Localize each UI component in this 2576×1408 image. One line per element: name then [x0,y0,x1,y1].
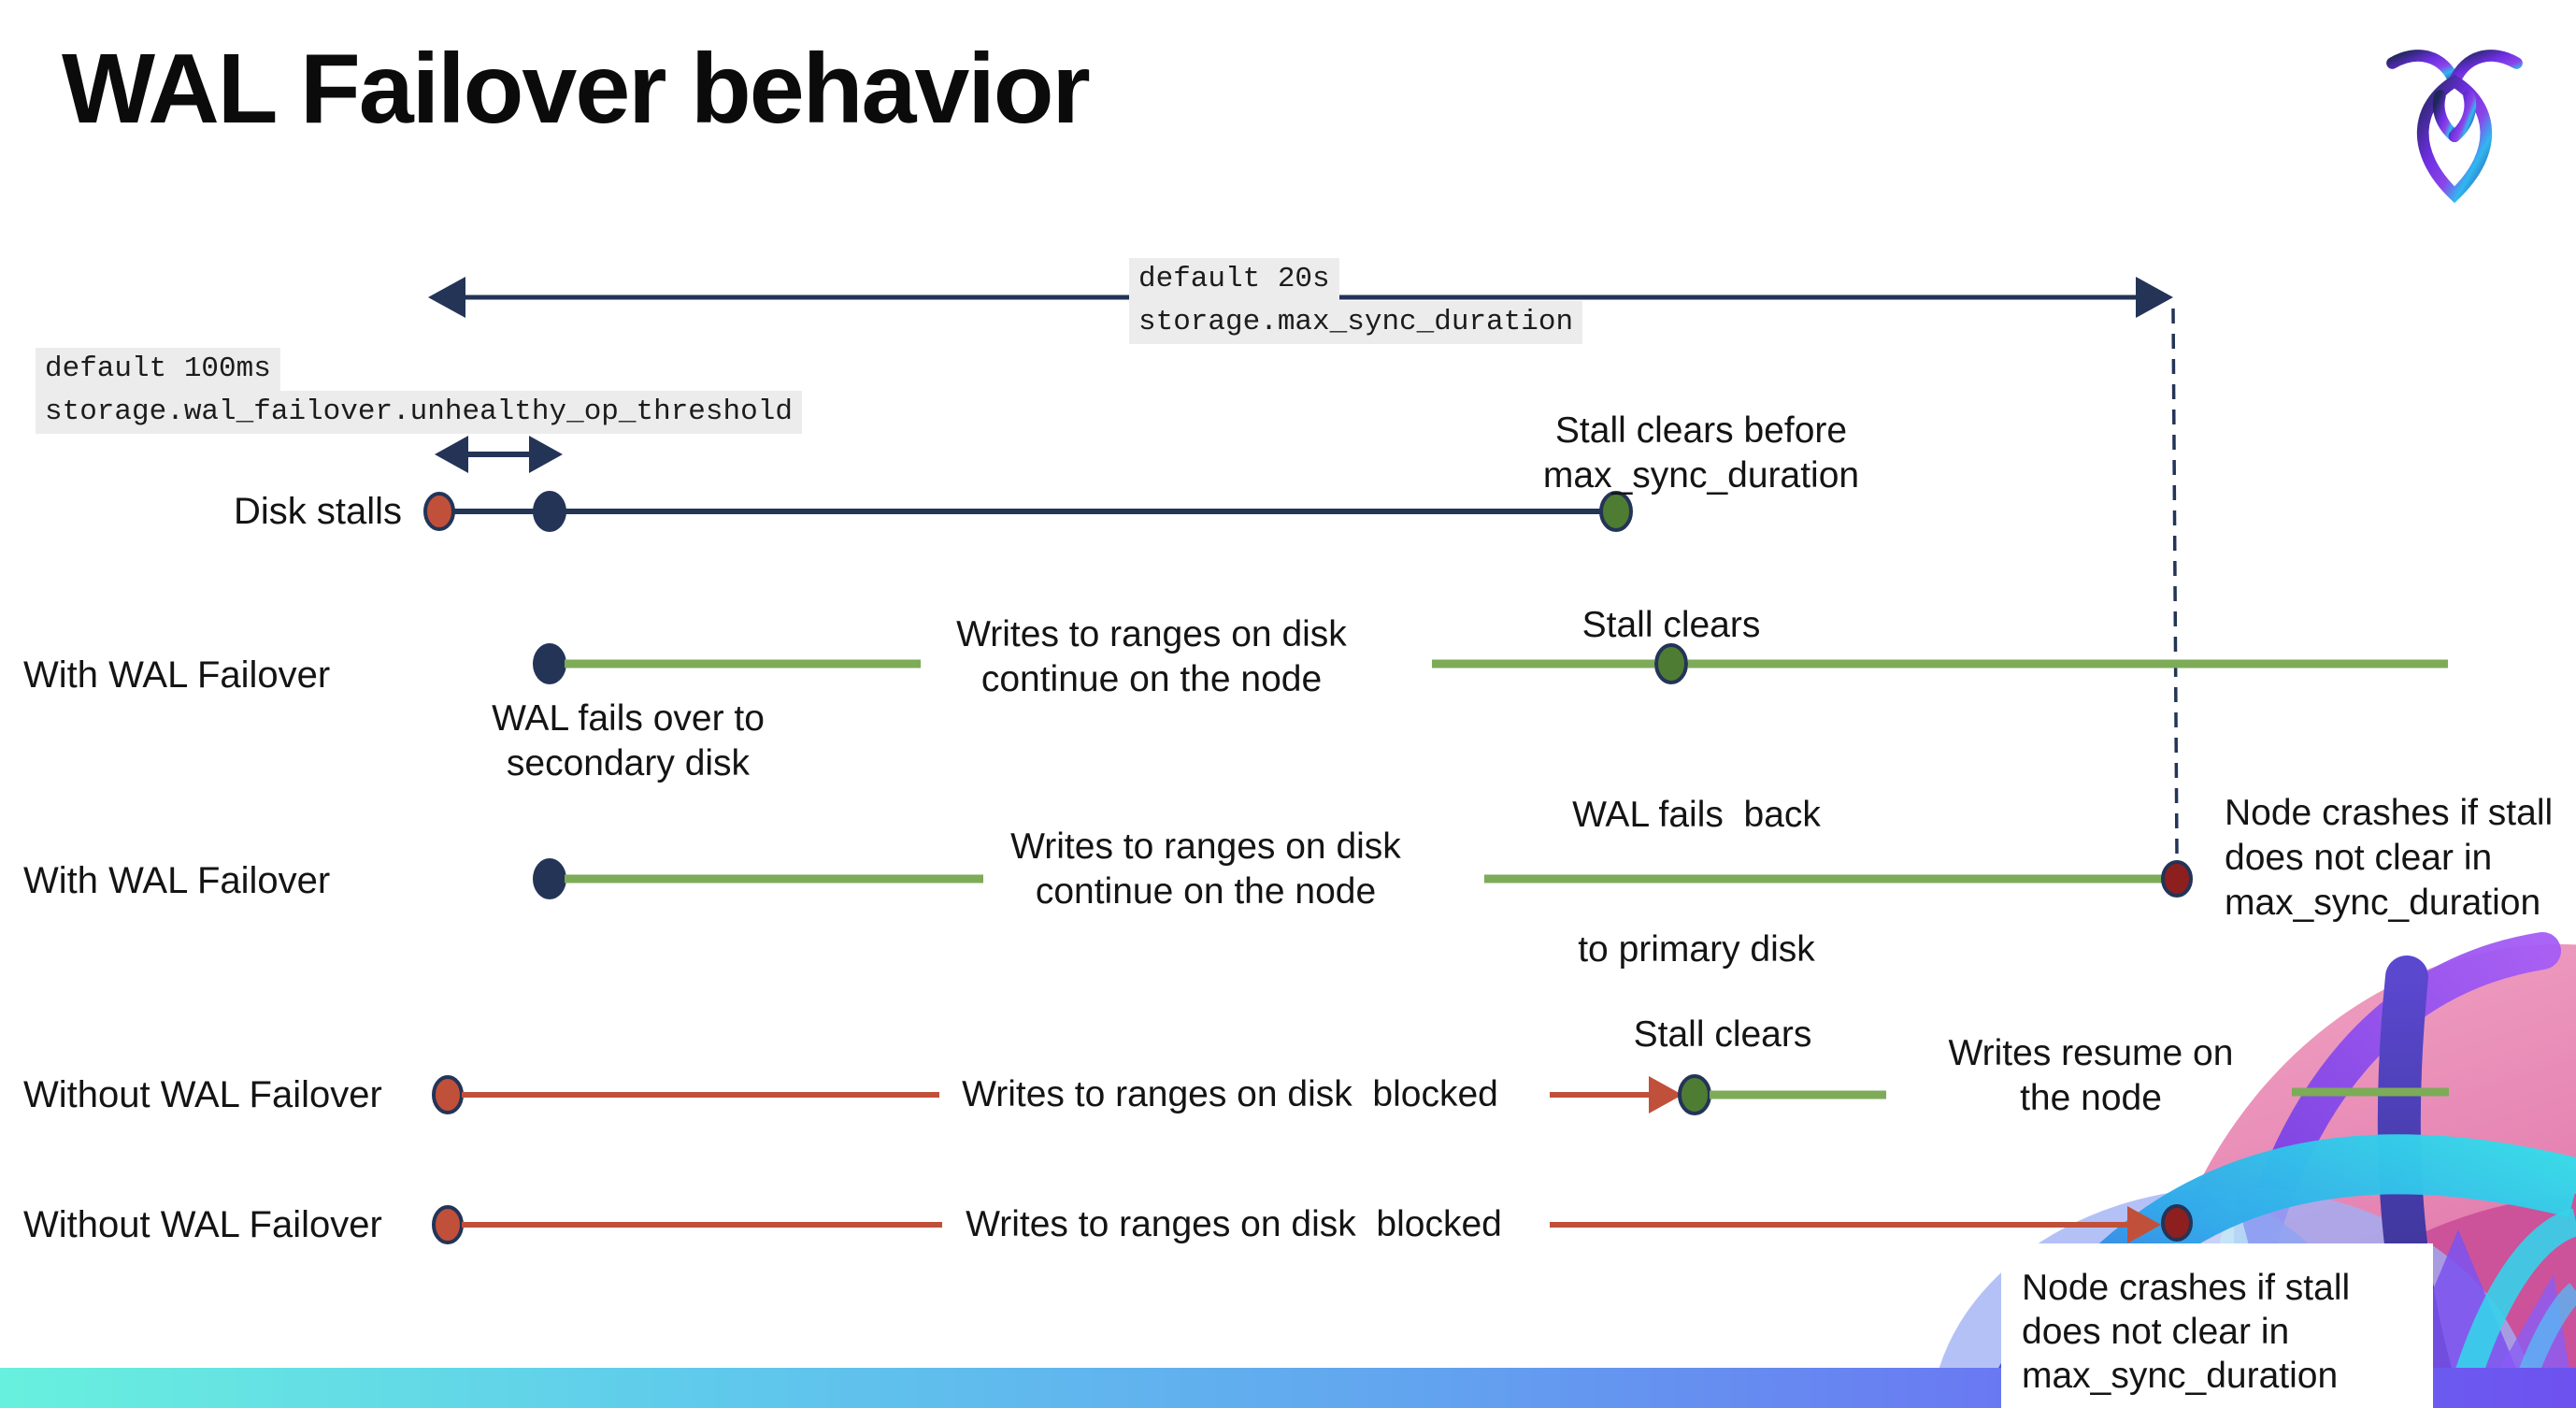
stall-clears-note: Stall clears [1633,1014,1812,1055]
arrowhead-right-icon [529,436,563,473]
unhealthy-op-setting-label: storage.wal_failover.unhealthy_op_thresh… [36,391,802,434]
row-label-with-wal-failover: With WAL Failover [23,654,331,696]
failback-note: WAL fails back [1572,795,1821,835]
arrowhead-right-icon [2136,277,2173,318]
failover-note: secondary disk [506,743,751,783]
max-sync-default-label: default 20s [1129,258,1339,301]
node-crash-note: does not clear in [2022,1312,2290,1352]
row-label-disk-stalls: Disk stalls [233,491,402,532]
arrowhead-left-icon [435,436,468,473]
node-crash-note: does not clear in [2225,838,2493,878]
stall-start-dot [432,1205,464,1244]
stall-clears-dot [1654,643,1688,684]
row-label-without-wal-failover: Without WAL Failover [23,1204,382,1245]
node-crash-dot [2161,1204,2193,1242]
page-title: WAL Failover behavior [62,34,1091,144]
row-label-without-wal-failover: Without WAL Failover [23,1074,382,1115]
failover-dot [533,643,566,684]
node-crash-callout: Node crashes if stall does not clear in … [2001,1243,2433,1408]
failover-note: WAL fails over to [492,698,765,739]
writes-resume-note: the node [2020,1078,2162,1118]
stall-clears-dot [1599,491,1633,532]
stall-clears-before-note: max_sync_duration [1542,455,1860,496]
stall-clears-dot [1678,1074,1711,1115]
arrowhead-right-icon [1649,1076,1682,1113]
node-crash-dot [2161,860,2193,898]
logo-antenna-right [2448,50,2523,88]
failover-dot [533,858,566,899]
arrowhead-left-icon [428,277,465,318]
cockroachdb-logo-icon [2386,50,2523,204]
node-crash-note: max_sync_duration [2225,883,2541,923]
threshold-reached-dot [533,491,566,532]
max-sync-setting-label: storage.max_sync_duration [1129,301,1583,344]
logo-antenna-left [2386,50,2461,88]
writes-blocked-note: Writes to ranges on disk blocked [966,1204,1502,1244]
arrowhead-right-icon [2127,1206,2161,1243]
writes-continue-note: continue on the node [1035,871,1377,912]
stall-start-dot [432,1075,464,1114]
art-cyan-arc [2444,1208,2576,1408]
writes-continue-note: Writes to ranges on disk [1010,826,1401,867]
writes-continue-note: Writes to ranges on disk [956,614,1347,654]
stall-start-dot [423,492,455,531]
unhealthy-op-default-label: default 100ms [36,348,280,391]
logo-branch-right [2448,90,2477,143]
stall-clears-note: Stall clears [1581,605,1761,645]
row-label-with-wal-failover: With WAL Failover [23,860,331,901]
failback-note: to primary disk [1578,929,1815,970]
node-crash-note: max_sync_duration [2022,1356,2339,1396]
node-crash-note: Node crashes if stall [2225,793,2554,833]
timeout-dashed-line [2171,308,2179,857]
writes-resume-note: Writes resume on [1948,1033,2234,1073]
node-crash-note: Node crashes if stall [2022,1268,2351,1308]
writes-blocked-note: Writes to ranges on disk blocked [962,1074,1498,1114]
writes-continue-note: continue on the node [980,659,1323,699]
stall-clears-before-note: Stall clears before [1554,410,1848,451]
